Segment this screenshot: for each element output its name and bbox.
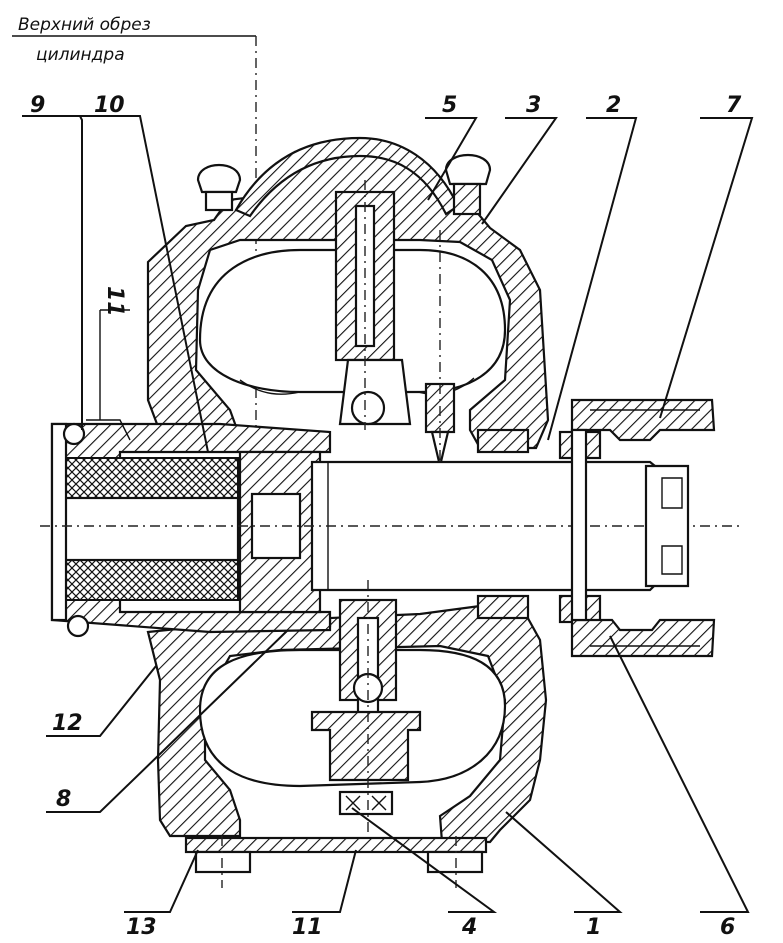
callout-7: 7 xyxy=(726,93,742,118)
callout-4: 4 xyxy=(461,915,477,940)
leader-lines xyxy=(22,115,754,913)
callout-8: 8 xyxy=(56,787,71,812)
pump-housing-lower xyxy=(146,602,548,844)
caption-line-2: цилиндра xyxy=(36,45,125,65)
callout-10: 10 xyxy=(94,93,125,118)
callout-2: 2 xyxy=(606,93,621,118)
dome-cover xyxy=(196,136,492,218)
lower-valve xyxy=(310,580,422,840)
bottom-flange xyxy=(184,836,488,888)
upper-valve xyxy=(334,180,456,480)
callout-11-top: 11 xyxy=(102,286,127,317)
callout-5: 5 xyxy=(442,93,457,118)
shaft-seal xyxy=(476,428,602,624)
shaft-sleeve-left xyxy=(50,309,332,638)
callout-9: 9 xyxy=(30,93,45,118)
callout-1: 1 xyxy=(586,915,601,940)
callout-6: 6 xyxy=(720,915,735,940)
coupling-nut xyxy=(570,398,716,658)
callout-3: 3 xyxy=(526,93,541,118)
caption-line-1: Верхний обрез xyxy=(18,15,151,35)
callout-13: 13 xyxy=(126,915,157,940)
callout-11-bottom: 11 xyxy=(292,915,323,940)
callout-12: 12 xyxy=(52,711,83,736)
